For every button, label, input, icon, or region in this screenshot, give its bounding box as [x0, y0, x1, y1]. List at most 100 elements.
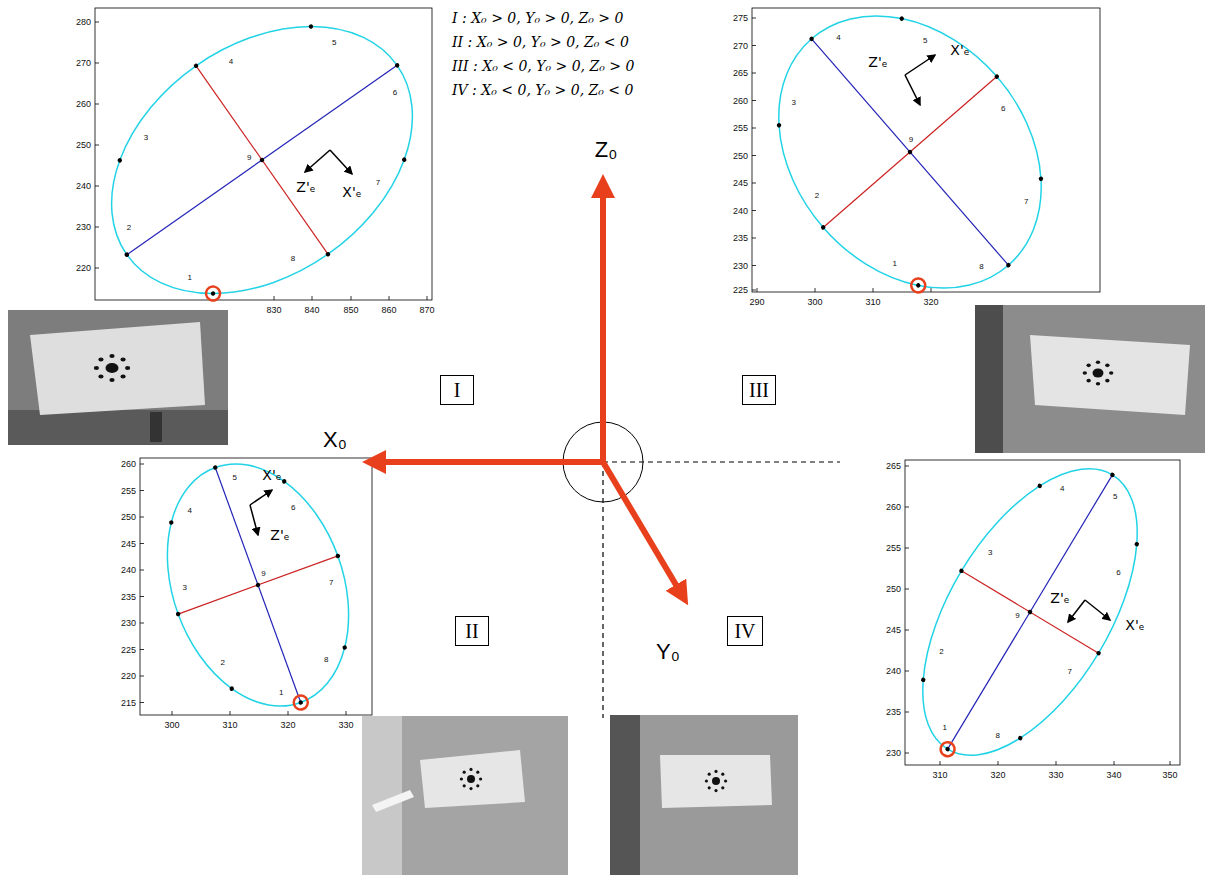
- tick-label: 265: [886, 461, 901, 471]
- condition-text: II : X₀ > 0, Y₀ > 0, Z₀ < 0: [452, 34, 629, 50]
- plot-frame: [905, 460, 1180, 765]
- tick-label: 240: [886, 666, 901, 676]
- point-dot: [335, 553, 341, 559]
- point-dot: [175, 611, 181, 617]
- tick-label: 260: [76, 99, 91, 109]
- tick-marks: [752, 18, 931, 292]
- tick-label: 340: [1106, 770, 1121, 780]
- point-dot: [915, 282, 921, 288]
- tick-label: 350: [1162, 770, 1177, 780]
- tick-label: 300: [164, 720, 179, 730]
- condition-text: I : X₀ > 0, Y₀ > 0, Z₀ > 0: [452, 10, 623, 26]
- plot-frame: [95, 8, 432, 300]
- ellipse-plot: [58, 0, 466, 352]
- major-axis: [127, 65, 397, 254]
- photo: [8, 310, 228, 445]
- point-number: 9: [1015, 611, 1019, 620]
- point-dot: [255, 582, 261, 588]
- tick-label: 330: [1048, 770, 1063, 780]
- ellipse-plot: [722, 0, 1099, 344]
- tick-label: 310: [865, 297, 880, 307]
- tick-label: 265: [733, 68, 748, 78]
- point-number: 7: [1067, 667, 1071, 676]
- point-number: 6: [1001, 104, 1005, 113]
- major-axis: [948, 475, 1113, 749]
- fitted-ellipse: [135, 438, 380, 731]
- point-dot: [298, 700, 304, 706]
- tick-label: 220: [76, 263, 91, 273]
- x-axis-arrow: [374, 459, 603, 465]
- tick-label: 300: [807, 297, 822, 307]
- point-number: 3: [791, 98, 795, 107]
- plot-frame: [752, 8, 1100, 292]
- point-number: 5: [233, 473, 237, 482]
- tick-label: 260: [733, 96, 748, 106]
- point-number: 1: [188, 273, 192, 282]
- tick-label: 310: [222, 720, 237, 730]
- point-number: 8: [996, 731, 1000, 740]
- point-number: 8: [324, 655, 328, 664]
- point-dot: [229, 686, 235, 692]
- point-number: 9: [247, 153, 251, 162]
- ellipse-plot: [874, 431, 1184, 798]
- quadrant-box: I: [440, 375, 474, 405]
- tick-label: 250: [886, 584, 901, 594]
- tick-label: 250: [121, 512, 136, 522]
- point-dot: [281, 479, 287, 485]
- minor-axis: [178, 556, 338, 614]
- point-number: 2: [939, 647, 943, 656]
- point-number: 2: [220, 658, 224, 667]
- point-dot: [1096, 650, 1102, 656]
- photo: [975, 305, 1205, 453]
- photo-ground: [975, 305, 1205, 453]
- z-axis-arrow: [600, 186, 606, 462]
- point-number: 2: [127, 223, 131, 232]
- point-number: 3: [988, 548, 992, 557]
- frame-arrow: [250, 490, 272, 505]
- point-number: 1: [942, 723, 946, 732]
- point-dot: [1134, 541, 1140, 547]
- point-dot: [1038, 176, 1044, 182]
- photo: [362, 716, 568, 875]
- point-dot: [342, 645, 348, 651]
- tick-label: 260: [886, 502, 901, 512]
- tick-label: 850: [343, 305, 358, 315]
- point-number: 5: [332, 38, 336, 47]
- target-sheet: [30, 322, 205, 415]
- start-marker: [908, 276, 928, 296]
- target-points: [722, 0, 1099, 344]
- point-number: 3: [183, 583, 187, 592]
- tick-label: 230: [733, 261, 748, 271]
- tick-label: 240: [733, 206, 748, 216]
- axis-label: Z₀: [595, 137, 618, 163]
- frame-arrow: [305, 150, 330, 172]
- point-dot: [325, 251, 331, 257]
- point-dot: [907, 149, 913, 155]
- frame-arrow: [905, 75, 920, 105]
- tick-label: 245: [886, 625, 901, 635]
- bracket: [150, 412, 162, 442]
- point-dot: [958, 568, 964, 574]
- tick-marks: [905, 466, 1170, 765]
- point-dot: [808, 36, 814, 42]
- frame-axis-label: X'ₑ: [262, 467, 281, 483]
- start-marker: [938, 740, 957, 759]
- tick-label: 230: [886, 748, 901, 758]
- photo-ground: [8, 310, 228, 445]
- tick-label: 860: [381, 305, 396, 315]
- tick-label: 330: [338, 720, 353, 730]
- point-dot: [259, 157, 265, 163]
- start-marker: [203, 284, 222, 303]
- door-frame: [610, 715, 640, 875]
- tick-label: 235: [121, 592, 136, 602]
- tick-label: 830: [266, 305, 281, 315]
- tick-label: 230: [121, 618, 136, 628]
- world-axes: [374, 186, 840, 718]
- point-dot: [308, 23, 314, 29]
- quadrant-label: II: [465, 621, 478, 641]
- quadrant-box: III: [742, 375, 776, 405]
- target-sheet: [420, 750, 525, 808]
- quadrant-box: II: [455, 616, 489, 646]
- tick-label: 230: [76, 222, 91, 232]
- point-dot: [1005, 262, 1011, 268]
